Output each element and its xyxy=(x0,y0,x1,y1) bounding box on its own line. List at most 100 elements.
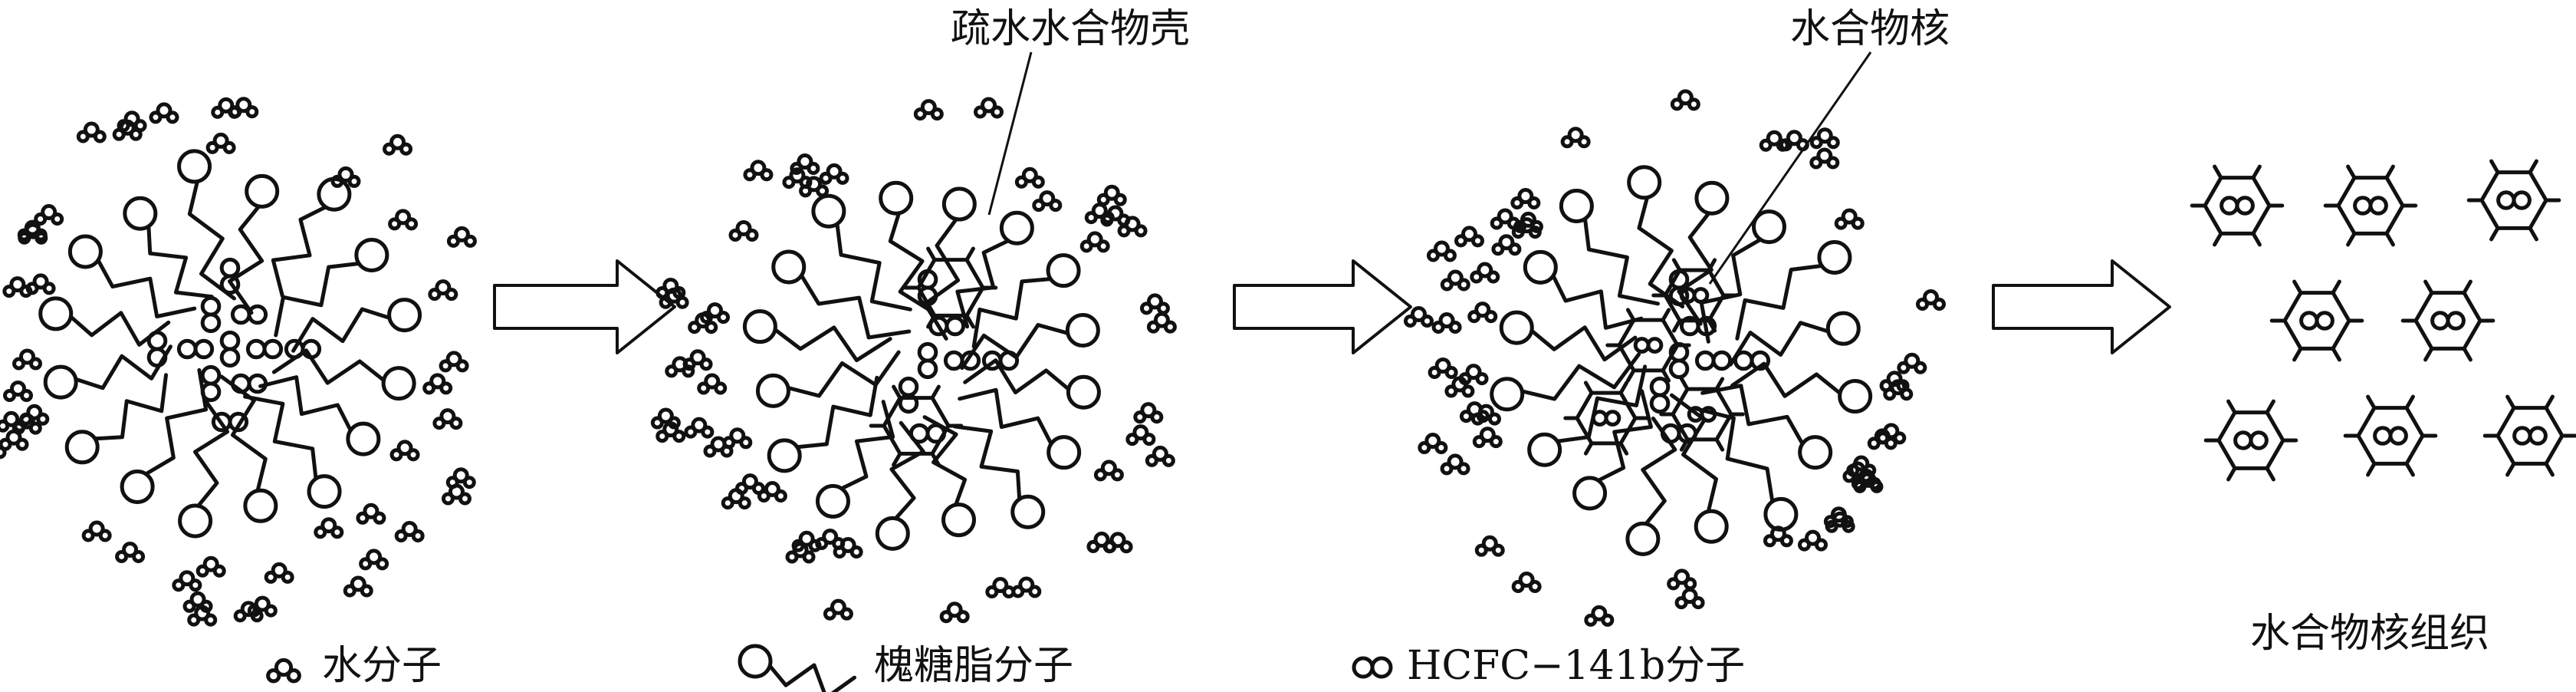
water-molecule-icon xyxy=(441,483,472,506)
cage-bond xyxy=(2226,466,2237,482)
hcfc-molecule-icon xyxy=(981,350,1020,371)
hcfc-atom xyxy=(193,338,215,360)
hydrogen-atom xyxy=(1687,97,1700,111)
hcfc-atom xyxy=(1604,410,1622,427)
tail-chain xyxy=(96,258,197,319)
hydrogen-atom xyxy=(462,476,476,489)
hydrogen-atom xyxy=(1851,216,1865,230)
hcfc-atom xyxy=(943,350,964,371)
oxygen-atom xyxy=(156,102,172,119)
head-group xyxy=(941,186,977,222)
sophorolipid-molecule-icon xyxy=(291,298,422,353)
hydrogen-atom xyxy=(1086,539,1100,553)
water-molecule-icon xyxy=(1897,352,1927,374)
oxygen-atom xyxy=(797,153,813,170)
hydrate-cage-icon xyxy=(2323,164,2418,247)
hydrogen-atom xyxy=(1474,543,1488,557)
tail-chain xyxy=(93,373,169,441)
head-group xyxy=(177,149,212,184)
legend-hcfc-label: HCFC−141b分子 xyxy=(1407,643,1746,689)
head-group xyxy=(178,503,213,539)
hydrogen-atom xyxy=(836,171,849,185)
hydrogen-atom xyxy=(1096,193,1110,206)
water-molecule-icon xyxy=(1510,188,1541,210)
water-molecule-icon xyxy=(1879,371,1910,393)
oxygen-atom xyxy=(1447,453,1464,470)
water-molecule-icon xyxy=(0,429,29,451)
hydrogen-atom xyxy=(1893,431,1907,445)
oxygen-atom xyxy=(1140,402,1157,419)
hcfc-molecule-icon xyxy=(1679,315,1717,337)
oxygen-atom xyxy=(920,99,937,116)
hcfc-atom xyxy=(2315,311,2334,331)
hydrogen-atom xyxy=(1684,577,1697,591)
water-molecule-icon xyxy=(17,219,48,242)
hcfc-molecule-icon xyxy=(1687,406,1717,423)
sophorolipid-molecule-icon xyxy=(1527,364,1648,467)
hydrogen-atom xyxy=(1826,156,1840,170)
hcfc-atom xyxy=(917,358,938,380)
oxygen-atom xyxy=(1677,89,1694,106)
hydrate-cage-icon xyxy=(1563,381,1649,456)
hydrogen-atom xyxy=(1491,242,1505,256)
hydrogen-atom xyxy=(1896,379,1910,393)
hydrogen-atom xyxy=(343,584,356,598)
water-molecule-icon xyxy=(1431,312,1462,334)
sophorolipid-molecule-icon xyxy=(958,387,1082,470)
hcfc-atom xyxy=(898,393,919,414)
oxygen-atom xyxy=(1465,364,1482,381)
hydrogen-atom xyxy=(697,381,711,395)
hydrogen-atom xyxy=(1093,468,1107,482)
water-molecule-icon xyxy=(172,570,202,592)
hydrogen-atom xyxy=(703,444,717,458)
sophorolipid-molecule-icon xyxy=(815,400,895,519)
sophorolipid-molecule-icon xyxy=(177,149,236,301)
hydrogen-atom xyxy=(266,668,281,684)
hcfc-atom xyxy=(1700,406,1717,423)
hydrogen-atom xyxy=(1448,321,1462,334)
cage-bond xyxy=(2384,231,2395,247)
hydrogen-atom xyxy=(36,412,50,426)
hydrogen-atom xyxy=(1528,580,1542,594)
hydrogen-atom xyxy=(1511,580,1525,594)
hcfc-atom xyxy=(945,315,966,337)
tail-chain xyxy=(1637,195,1685,309)
hydrogen-atom xyxy=(1428,365,1441,379)
tail-chain xyxy=(1700,384,1805,446)
hydrogen-atom xyxy=(757,489,770,503)
head-group xyxy=(1046,435,1082,470)
water-molecule-icon xyxy=(314,517,344,539)
hydrogen-atom xyxy=(373,511,386,525)
head-group xyxy=(1798,435,1833,470)
water-molecule-icon xyxy=(12,348,43,371)
hcfc-molecule-icon xyxy=(898,376,919,414)
hydrogen-atom xyxy=(1490,216,1503,230)
hydrogen-atom xyxy=(675,295,689,309)
oxygen-atom xyxy=(657,407,674,424)
hcfc-molecule-icon xyxy=(1694,350,1733,371)
hydrogen-atom xyxy=(782,176,796,189)
hydrogen-atom xyxy=(463,234,477,248)
water-molecule-icon xyxy=(939,601,970,624)
hcfc-atom xyxy=(1352,656,1375,679)
tail-chain xyxy=(1596,389,1653,483)
cage-bond xyxy=(1679,437,1690,452)
water-molecule-icon xyxy=(1467,302,1498,324)
oxygen-atom xyxy=(1886,371,1903,387)
head-group xyxy=(1527,432,1562,467)
hydrogen-atom xyxy=(458,492,472,506)
hydrogen-atom xyxy=(394,529,408,542)
oxygen-atom xyxy=(271,562,288,578)
cage-bond xyxy=(1625,308,1636,322)
hydrogen-atom xyxy=(264,570,278,584)
head-group xyxy=(941,503,977,538)
hydrogen-atom xyxy=(1870,479,1884,493)
sophorolipid-molecule-icon xyxy=(1735,239,1852,341)
water-molecule-icon xyxy=(1426,240,1457,262)
hydrogen-atom xyxy=(1117,224,1131,238)
oxygen-atom xyxy=(1434,357,1451,374)
hydrogen-atom xyxy=(17,228,31,242)
oxygen-atom xyxy=(1410,305,1427,322)
hcfc-molecule-icon xyxy=(928,315,966,337)
hcfc-atom xyxy=(200,312,222,334)
